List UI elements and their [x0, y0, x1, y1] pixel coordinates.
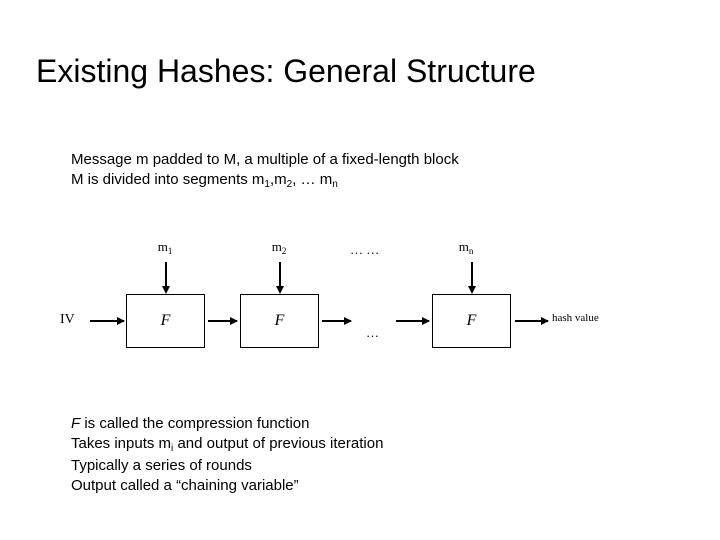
- segment-label-m2-subscript: 2: [281, 246, 287, 256]
- notes-line-2-prefix: Takes inputs m: [71, 435, 172, 452]
- intro-subscript-2: 2: [286, 179, 293, 190]
- chain-arrow-3: [396, 317, 430, 325]
- intro-text-block: Message m padded to M, a multiple of a f…: [71, 150, 459, 192]
- page-title: Existing Hashes: General Structure: [36, 53, 536, 89]
- intro-line-2-prefix: M is divided into segments m: [71, 171, 265, 188]
- chain-ellipsis: …: [366, 325, 379, 340]
- input-arrow-m1: [162, 262, 170, 294]
- notes-line-2-subscript: i: [171, 443, 174, 454]
- input-arrow-m2: [276, 262, 284, 294]
- iv-label: IV: [60, 312, 75, 327]
- output-arrow: [515, 317, 549, 325]
- input-arrow-mn: [468, 262, 476, 294]
- notes-line-2: Takes inputs mi and output of previous i…: [71, 434, 383, 456]
- segment-label-mn-name: m: [458, 239, 469, 254]
- segment-label-m1: m1: [145, 239, 185, 257]
- hash-value-label: hash value: [552, 312, 599, 324]
- notes-line-3: Typically a series of rounds: [71, 457, 252, 474]
- intro-subscript-1: 1: [264, 179, 270, 190]
- intro-line-2-mid: ,m: [269, 171, 287, 188]
- notes-line-4: Output called a “chaining variable”: [71, 477, 299, 494]
- segment-label-m1-subscript: 1: [167, 246, 173, 256]
- intro-line-2-tail: , … m: [292, 171, 333, 188]
- chain-arrow-1: [208, 317, 238, 325]
- compression-box-2: F: [240, 294, 319, 348]
- chain-arrow-2: [322, 317, 352, 325]
- segment-label-mn-subscript: n: [468, 246, 474, 256]
- compression-box-1: F: [126, 294, 205, 348]
- intro-line-2: M is divided into segments m1,m2, … mn: [71, 170, 459, 192]
- notes-line-1-italic: F: [71, 415, 81, 432]
- segment-label-m2: m2: [259, 239, 299, 257]
- intro-subscript-n: n: [332, 179, 338, 190]
- segment-label-mn: mn: [446, 239, 486, 257]
- compression-box-3: F: [432, 294, 511, 348]
- notes-line-2-tail: and output of previous iteration: [173, 435, 384, 452]
- notes-line-1-rest: is called the compression function: [80, 415, 310, 432]
- segments-ellipsis: … …: [350, 242, 380, 257]
- segment-label-m1-name: m: [157, 239, 168, 254]
- notes-line-1: F is called the compression function: [71, 414, 383, 434]
- segment-label-m2-name: m: [271, 239, 282, 254]
- iv-arrow: [90, 317, 125, 325]
- notes-text-block: F is called the compression function Tak…: [71, 414, 383, 496]
- intro-line-1: Message m padded to M, a multiple of a f…: [71, 151, 459, 168]
